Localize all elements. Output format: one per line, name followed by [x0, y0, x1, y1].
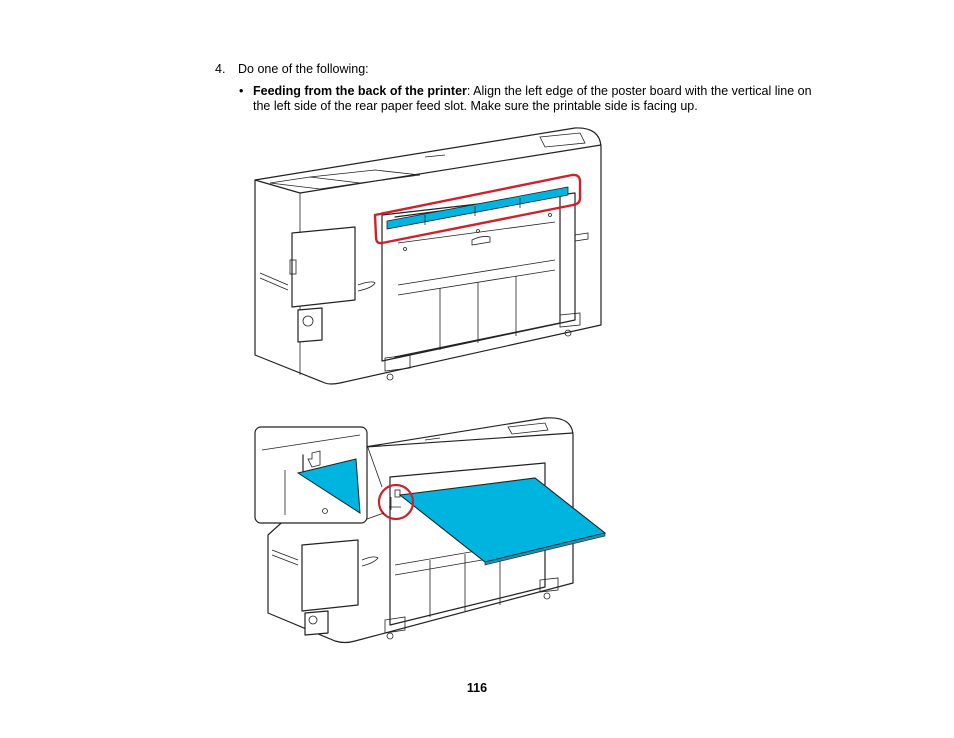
step-item: 4. Do one of the following:: [215, 62, 369, 76]
paper-feed-slot: [386, 186, 569, 230]
bullet-marker: •: [239, 84, 244, 98]
poster-board-loading-illustration: [254, 417, 607, 644]
printer-rear-illustration: [254, 127, 602, 385]
step-number: 4.: [215, 62, 226, 76]
bullet-text: : Align the left edge of the poster boar…: [253, 84, 812, 113]
feed-slot-highlight: [373, 173, 582, 245]
step-text: Do one of the following:: [238, 62, 369, 76]
bullet-bold-lead: Feeding from the back of the printer: [253, 84, 467, 98]
page-number: 116: [466, 681, 488, 695]
bullet-item: • Feeding from the back of the printer: …: [239, 84, 829, 114]
edge-alignment-callout: [377, 483, 415, 521]
bullet-text-block: Feeding from the back of the printer: Al…: [239, 84, 829, 114]
side-cover: [291, 226, 356, 308]
